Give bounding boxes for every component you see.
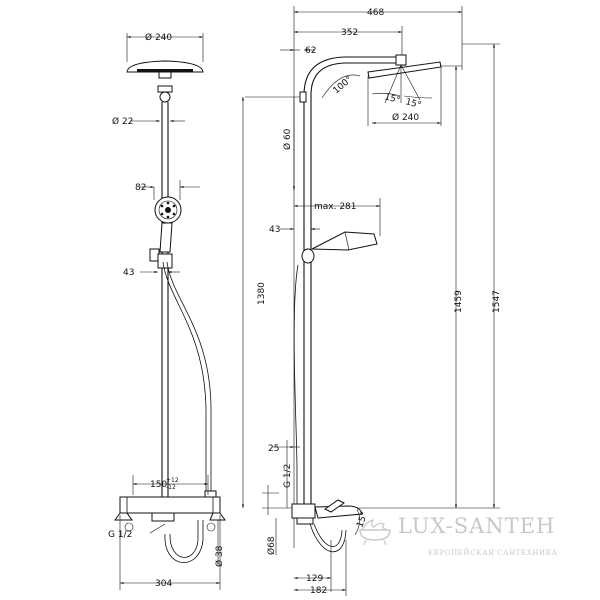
front-view: Ø 240 Ø 22 82 bbox=[108, 32, 226, 590]
side-offset-25-label: 25 bbox=[268, 444, 279, 454]
front-pipe-diameter-label: Ø 22 bbox=[112, 116, 133, 127]
front-total-width-label: 304 bbox=[155, 579, 172, 589]
side-total-projection-label: 468 bbox=[367, 8, 384, 18]
side-arm-label: 352 bbox=[341, 28, 358, 38]
side-height-1547-label: 1547 bbox=[492, 290, 502, 313]
side-view: 468 352 62 100° 15° bbox=[241, 6, 502, 596]
watermark: LUX-SANTEH ЕВРОПЕЙСКАЯ САНТЕХНИКА bbox=[359, 514, 558, 557]
side-inlet-label: G 1/2 bbox=[283, 464, 293, 488]
front-handshower-label: 82 bbox=[135, 183, 146, 193]
watermark-logo-icon bbox=[359, 519, 391, 546]
front-mixer-tolerance2-label: -12 bbox=[166, 484, 176, 491]
front-holder-label: 43 bbox=[123, 268, 134, 278]
side-head-tilt-a-label: 15° bbox=[383, 92, 401, 106]
front-escutcheon-label: Ø 38 bbox=[214, 545, 225, 567]
front-shower-head bbox=[126, 60, 204, 79]
side-hand-shower bbox=[301, 231, 378, 264]
front-head-diameter-label: Ø 240 bbox=[145, 32, 172, 43]
side-pipe-offset-label: 62 bbox=[305, 46, 316, 56]
front-hand-shower bbox=[154, 196, 182, 253]
side-escutcheon-label: Ø68 bbox=[266, 536, 277, 555]
watermark-tagline: ЕВРОПЕЙСКАЯ САНТЕХНИКА bbox=[428, 548, 558, 557]
front-mixer-tolerance-label: +12 bbox=[166, 477, 179, 484]
side-head-diameter-label: Ø 240 bbox=[392, 112, 419, 123]
side-holder-label: 43 bbox=[269, 225, 280, 235]
side-shower-head bbox=[367, 54, 442, 126]
side-pipe-diameter-label: Ø 60 bbox=[282, 128, 293, 150]
side-angle-arm-label: 100° bbox=[332, 75, 355, 97]
side-head-tilt-b-label: 15° bbox=[404, 97, 422, 111]
side-height-1380-label: 1380 bbox=[257, 282, 267, 305]
side-thermostat-mixer bbox=[291, 499, 363, 525]
front-mixer-spacing-label: 150 bbox=[150, 480, 167, 490]
side-height-1459-label: 1459 bbox=[454, 290, 464, 313]
watermark-brand: LUX-SANTEH bbox=[398, 514, 555, 538]
front-thermostat-mixer bbox=[114, 490, 226, 532]
side-depth-129-label: 129 bbox=[306, 574, 323, 584]
side-handshower-reach-label: max. 281 bbox=[314, 202, 357, 212]
side-depth-182-label: 182 bbox=[310, 586, 327, 596]
